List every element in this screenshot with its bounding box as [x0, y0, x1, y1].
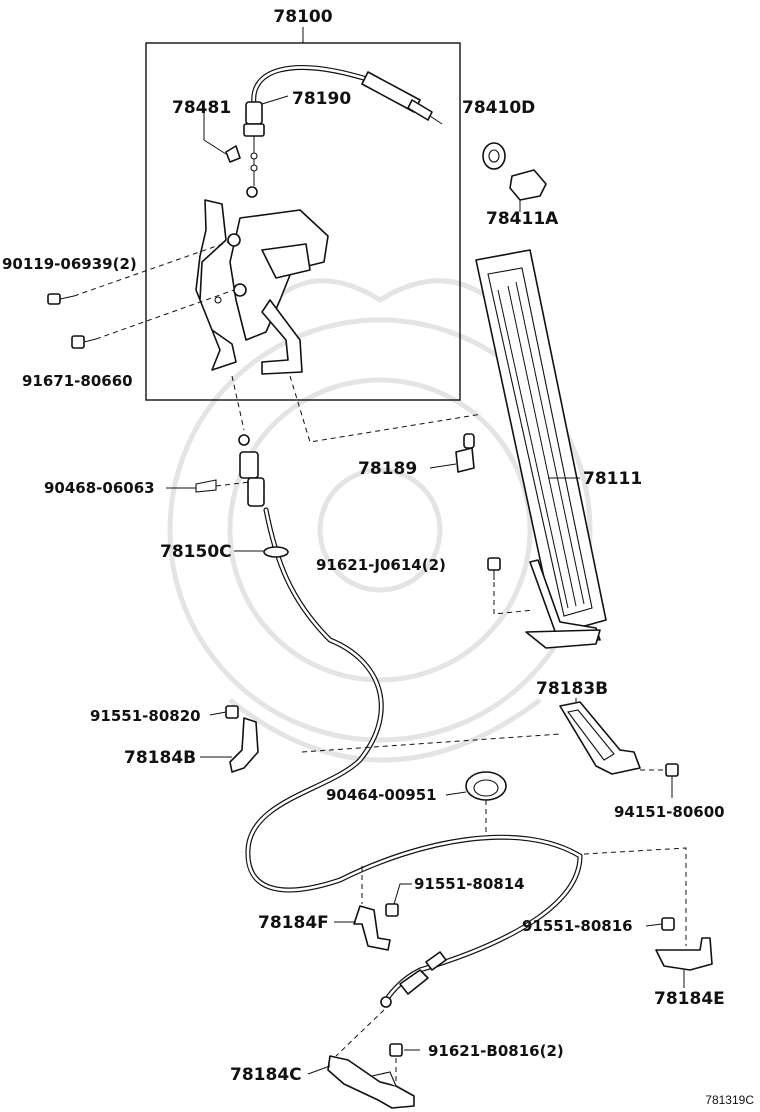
- part-78183B-bracket: [301, 698, 641, 775]
- label-78411A: 78411A: [486, 209, 559, 229]
- part-bolt-90119: [47, 241, 229, 305]
- part-78184C-bracket: [307, 1009, 420, 1109]
- part-78481-clip: [203, 112, 241, 163]
- label-90119-06939: 90119-06939(2): [2, 255, 137, 273]
- label-78150C: 78150C: [160, 542, 232, 562]
- part-bolt-94151: [640, 763, 679, 798]
- label-78100: 78100: [273, 7, 332, 27]
- label-78184F: 78184F: [258, 913, 329, 933]
- label-91551-80814: 91551-80814: [414, 875, 525, 893]
- part-90464-clamp: [445, 771, 507, 832]
- label-78184C: 78184C: [230, 1065, 302, 1085]
- part-78111-pedal: [475, 249, 607, 649]
- part-78190-cable: [243, 65, 443, 198]
- label-91621-J0614: 91621-J0614(2): [316, 556, 446, 574]
- part-78184F-bracket: [334, 866, 412, 951]
- label-91551-80816: 91551-80816: [522, 917, 633, 935]
- label-78184B: 78184B: [124, 748, 196, 768]
- part-78184B-bracket: [200, 705, 259, 773]
- part-78411A: [509, 169, 547, 212]
- assembly-box: 78100: [145, 7, 461, 401]
- label-91551-80820: 91551-80820: [90, 707, 201, 725]
- watermark-emblem: [167, 278, 593, 763]
- part-78410D: [482, 142, 506, 170]
- part-bolt-91621-J0614: [487, 557, 535, 615]
- label-78111: 78111: [583, 469, 642, 489]
- diagram-reference-code: 781319C: [705, 1093, 754, 1107]
- label-78190: 78190: [292, 89, 351, 109]
- label-94151-80600: 94151-80600: [614, 803, 725, 821]
- part-bolt-78189: [429, 433, 475, 473]
- part-clip-90468: [166, 479, 251, 493]
- label-91671-80660: 91671-80660: [22, 372, 133, 390]
- part-78184E-bracket: [583, 847, 713, 988]
- part-labels: 78190 78481 78410D 78411A 90119-06939(2)…: [2, 89, 725, 1085]
- label-78184E: 78184E: [654, 989, 725, 1009]
- part-78150C-cable: [234, 434, 583, 1008]
- part-pedal-bracket: [195, 199, 329, 375]
- label-90468-06063: 90468-06063: [44, 479, 155, 497]
- part-bolt-91671: [71, 289, 235, 349]
- label-78183B: 78183B: [536, 679, 608, 699]
- label-91621-B0816: 91621-B0816(2): [428, 1042, 564, 1060]
- label-90464-00951: 90464-00951: [326, 786, 437, 804]
- label-78189: 78189: [358, 459, 417, 479]
- label-78481: 78481: [172, 98, 231, 118]
- label-78410D: 78410D: [462, 98, 535, 118]
